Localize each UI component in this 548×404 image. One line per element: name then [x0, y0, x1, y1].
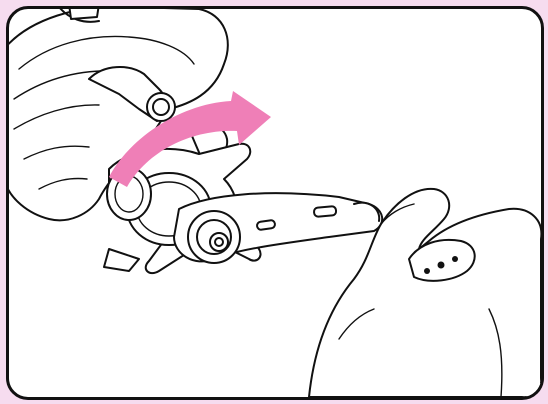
illustration-frame — [6, 6, 544, 400]
fishing-reel-illustration — [9, 9, 541, 397]
reel-handle-arm — [174, 193, 382, 263]
